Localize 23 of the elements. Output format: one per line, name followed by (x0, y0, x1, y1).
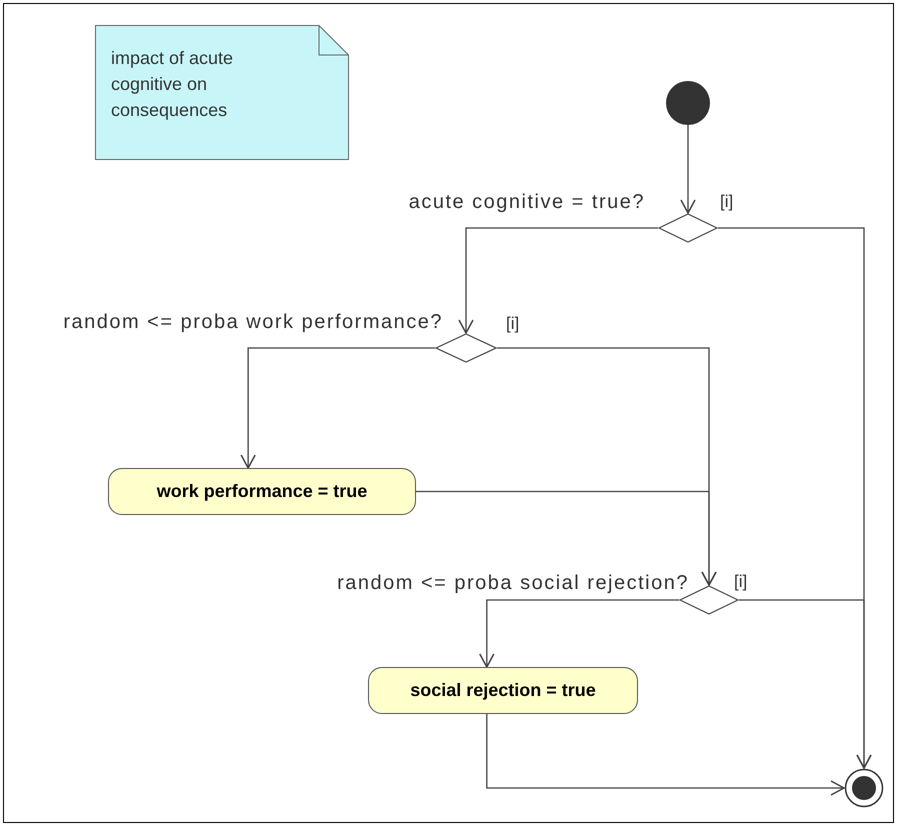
note (95, 25, 349, 160)
action-box (368, 667, 638, 714)
start-node (666, 81, 710, 125)
condition-label: random <= proba work performance? (63, 310, 443, 334)
action-label: social rejection = true (410, 679, 596, 702)
arrow (479, 599, 679, 668)
guard-label: [i] (734, 572, 748, 592)
action-box (108, 468, 416, 515)
action-label: work performance = true (156, 480, 368, 503)
final-node (844, 768, 884, 808)
arrow (458, 227, 658, 334)
decision-diamond (658, 213, 718, 243)
condition-label: random <= proba social rejection? (337, 571, 689, 595)
arrow (739, 599, 872, 769)
arrow (486, 714, 845, 796)
guard-label: [i] (506, 314, 520, 334)
arrow (240, 347, 435, 469)
condition-label: acute cognitive = true? (408, 190, 645, 214)
arrow (680, 125, 696, 214)
note-text: impact of acute cognitive on consequences (111, 47, 234, 122)
decision-diamond (435, 333, 497, 363)
arrow (416, 490, 717, 586)
guard-label: [i] (720, 192, 734, 212)
